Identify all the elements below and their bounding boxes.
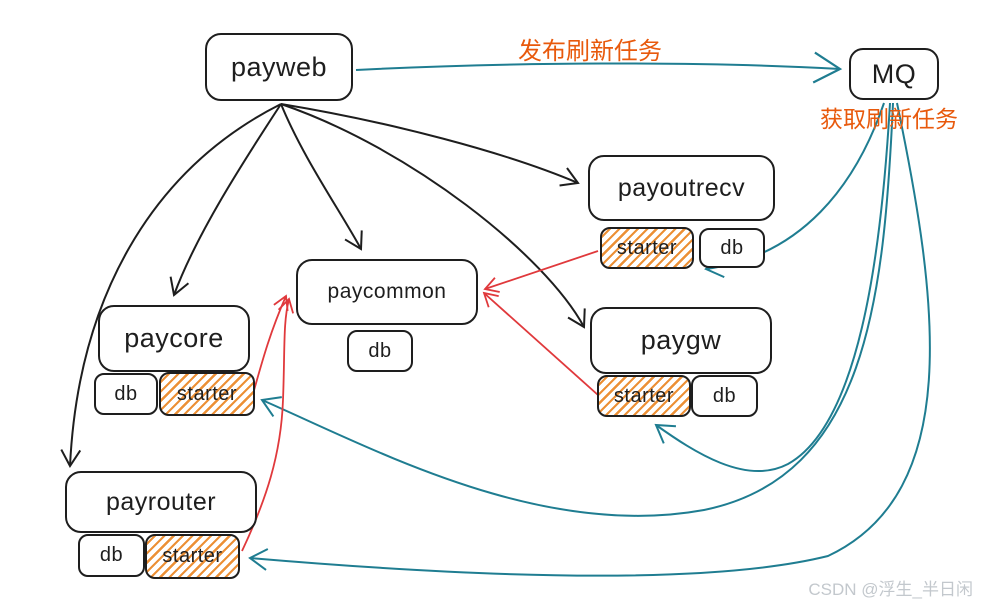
starter-label: starter [616,236,678,259]
payoutrecv-starter-box: starter [600,227,694,269]
fetch-task-label: 获取刷新任务 [820,106,958,132]
edge-mq-paycore-starter [260,102,894,517]
payrouter-starter-box: starter [145,534,240,579]
node-payweb: payweb [205,33,353,101]
node-paycommon-label: paycommon [327,280,447,303]
node-payoutrecv-label: payoutrecv [617,173,746,202]
db-label: db [114,382,138,405]
publish-task-label: 发布刷新任务 [518,38,662,65]
edge-payoutrecv-starter-paycommon [483,250,599,293]
node-payweb-label: payweb [230,51,328,82]
db-label: db [720,236,744,259]
node-payrouter: payrouter [65,471,257,533]
payoutrecv-db-box: db [699,228,765,268]
paycore-starter-box: starter [159,372,255,416]
node-mq-label: MQ [871,58,917,89]
node-paycore: paycore [98,305,250,372]
node-paycommon: paycommon [296,259,478,325]
starter-label: starter [162,545,223,567]
starter-label: starter [176,382,238,405]
edge-mq-payrouter-starter [248,102,931,577]
node-payoutrecv: payoutrecv [588,155,775,221]
edge-paycore-starter-paycommon [252,294,289,395]
paygw-db-box: db [691,375,758,417]
edge-payweb-paycore [169,103,282,297]
edge-payweb-payrouter [60,103,282,468]
edge-payweb-paycommon [280,103,363,251]
edge-payrouter-starter-paycommon [241,297,294,552]
paycore-db-box: db [94,373,158,415]
db-label: db [368,339,392,362]
edge-payweb-payoutrecv [280,103,580,187]
node-paygw-label: paygw [640,325,722,355]
db-label: db [712,384,737,407]
edge-payweb-mq [355,51,843,84]
csdn-watermark: CSDN @浮生_半日闲 [808,580,973,599]
node-paycore-label: paycore [124,323,224,353]
edge-paygw-starter-paycommon [482,291,599,396]
edge-payweb-paygw [280,103,586,329]
paygw-starter-box: starter [597,375,691,417]
node-payrouter-label: payrouter [105,487,217,516]
node-mq: MQ [849,48,939,100]
starter-label: starter [613,384,675,407]
node-paygw: paygw [590,307,772,374]
db-label: db [99,544,124,566]
edge-mq-paygw-starter [654,102,891,473]
paycommon-db-box: db [347,330,413,372]
payrouter-db-box: db [78,534,145,577]
